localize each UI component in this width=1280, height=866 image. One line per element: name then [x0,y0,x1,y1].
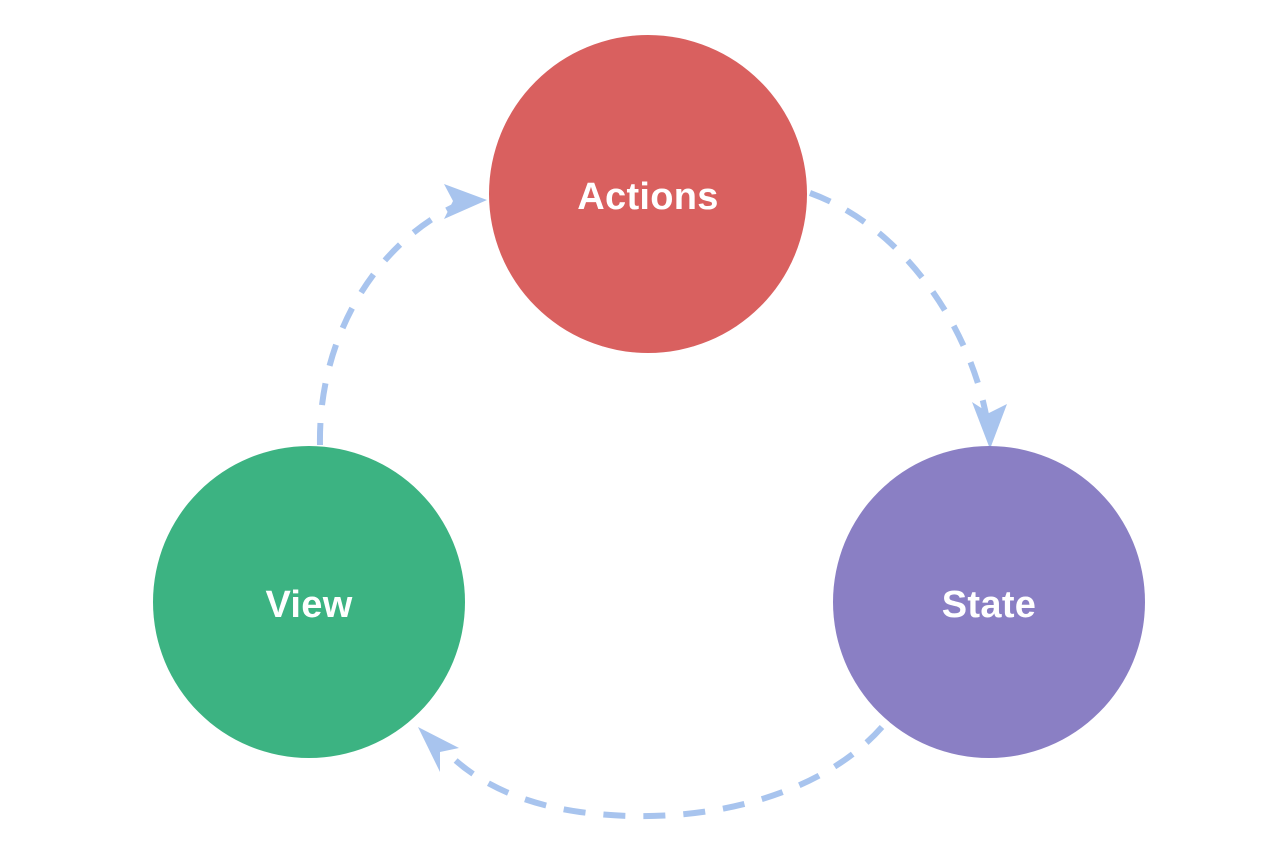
edge-actions-to-state [808,190,1007,449]
node-state-circle[interactable] [833,446,1145,758]
node-state[interactable]: State [833,446,1145,758]
node-state-label: State [942,584,1036,626]
edge-actions-to-state-path [808,190,990,421]
edge-view-to-actions-arrowhead [444,184,487,219]
node-actions-circle[interactable] [489,35,807,353]
node-view-label: View [265,584,352,626]
node-actions[interactable]: Actions [489,35,807,353]
node-actions-label: Actions [577,176,718,218]
edge-actions-to-state-arrowhead [972,402,1007,449]
node-view[interactable]: View [153,446,465,758]
edge-view-to-actions-path [316,198,468,446]
edge-state-to-view-arrowhead [418,727,459,772]
edge-state-to-view [418,725,885,820]
node-view-circle[interactable] [153,446,465,758]
edge-view-to-actions [316,184,487,446]
edge-state-to-view-path [440,725,885,820]
